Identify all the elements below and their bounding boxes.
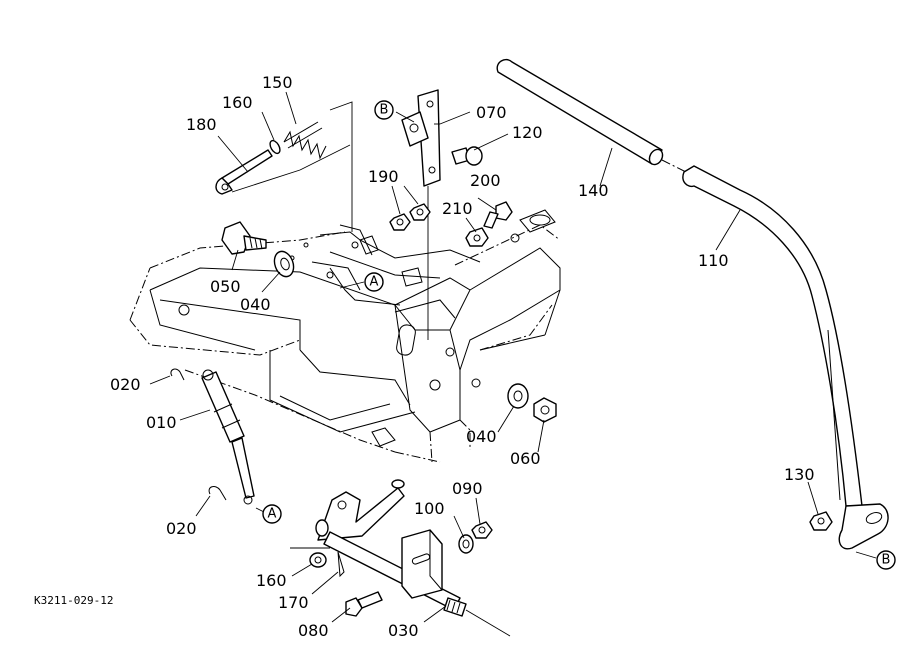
mount-plate [401, 529, 443, 599]
nut-190-b [409, 203, 431, 221]
callout-160-lower: 160 [256, 571, 287, 590]
clip-020-top [170, 368, 185, 381]
callout-labels: 180 160 150 070 120 190 200 210 140 110 … [110, 73, 815, 640]
callout-030: 030 [388, 621, 419, 640]
callout-120: 120 [512, 123, 543, 142]
reference-mark-a-lower: A [262, 504, 282, 524]
nut-090 [471, 521, 493, 539]
callout-040-left: 040 [240, 295, 271, 314]
handle-lever-110 [661, 159, 889, 550]
washer-040-left [273, 250, 295, 278]
pivot-bolt-050 [221, 221, 267, 255]
callout-100: 100 [414, 499, 445, 518]
nut-130 [809, 511, 833, 531]
callout-070: 070 [476, 103, 507, 122]
grip-tube-140 [496, 58, 664, 166]
callout-090: 090 [452, 479, 483, 498]
callout-060: 060 [510, 449, 541, 468]
pedal-arm-bracket [315, 479, 405, 541]
gas-strut-010 [201, 369, 255, 505]
callout-130: 130 [784, 465, 815, 484]
drawing-code: K3211-029-12 [34, 594, 113, 607]
bolt-080 [345, 591, 383, 617]
callout-010: 010 [146, 413, 177, 432]
reference-mark-label: A [268, 507, 277, 522]
callout-020-upper: 020 [110, 375, 141, 394]
callout-140: 140 [578, 181, 609, 200]
spring-rod-assembly [215, 101, 353, 232]
bracket-070 [401, 89, 441, 340]
pin-170 [337, 551, 345, 578]
callout-080: 080 [298, 621, 329, 640]
reference-mark-label: B [380, 103, 389, 118]
washer-040-right [507, 383, 529, 409]
callout-020-lower: 020 [166, 519, 197, 538]
compression-spring [283, 121, 327, 160]
leader-lines [149, 91, 877, 623]
nut-210 [465, 227, 489, 247]
callout-210: 210 [442, 199, 473, 218]
bolt-200 [483, 201, 513, 229]
reference-mark-a-upper: A [364, 272, 384, 292]
callout-160-upper: 160 [222, 93, 253, 112]
nut-060 [533, 397, 557, 423]
callout-180: 180 [186, 115, 217, 134]
callout-150: 150 [262, 73, 293, 92]
callout-170: 170 [278, 593, 309, 612]
washer-160-lower [309, 552, 327, 568]
callout-200: 200 [470, 171, 501, 190]
reference-mark-label: A [370, 275, 379, 290]
callout-050: 050 [210, 277, 241, 296]
callout-190: 190 [368, 167, 399, 186]
reference-mark-label: B [882, 553, 891, 568]
clip-020-bottom [208, 486, 227, 501]
callout-040-right: 040 [466, 427, 497, 446]
washer-100 [458, 534, 474, 554]
nut-190-a [389, 213, 411, 231]
callout-110: 110 [698, 251, 729, 270]
frame-assembly [129, 209, 561, 463]
bolt-120 [451, 146, 483, 166]
reference-mark-b-upper: B [374, 100, 394, 120]
reference-mark-b-lower: B [876, 550, 896, 570]
